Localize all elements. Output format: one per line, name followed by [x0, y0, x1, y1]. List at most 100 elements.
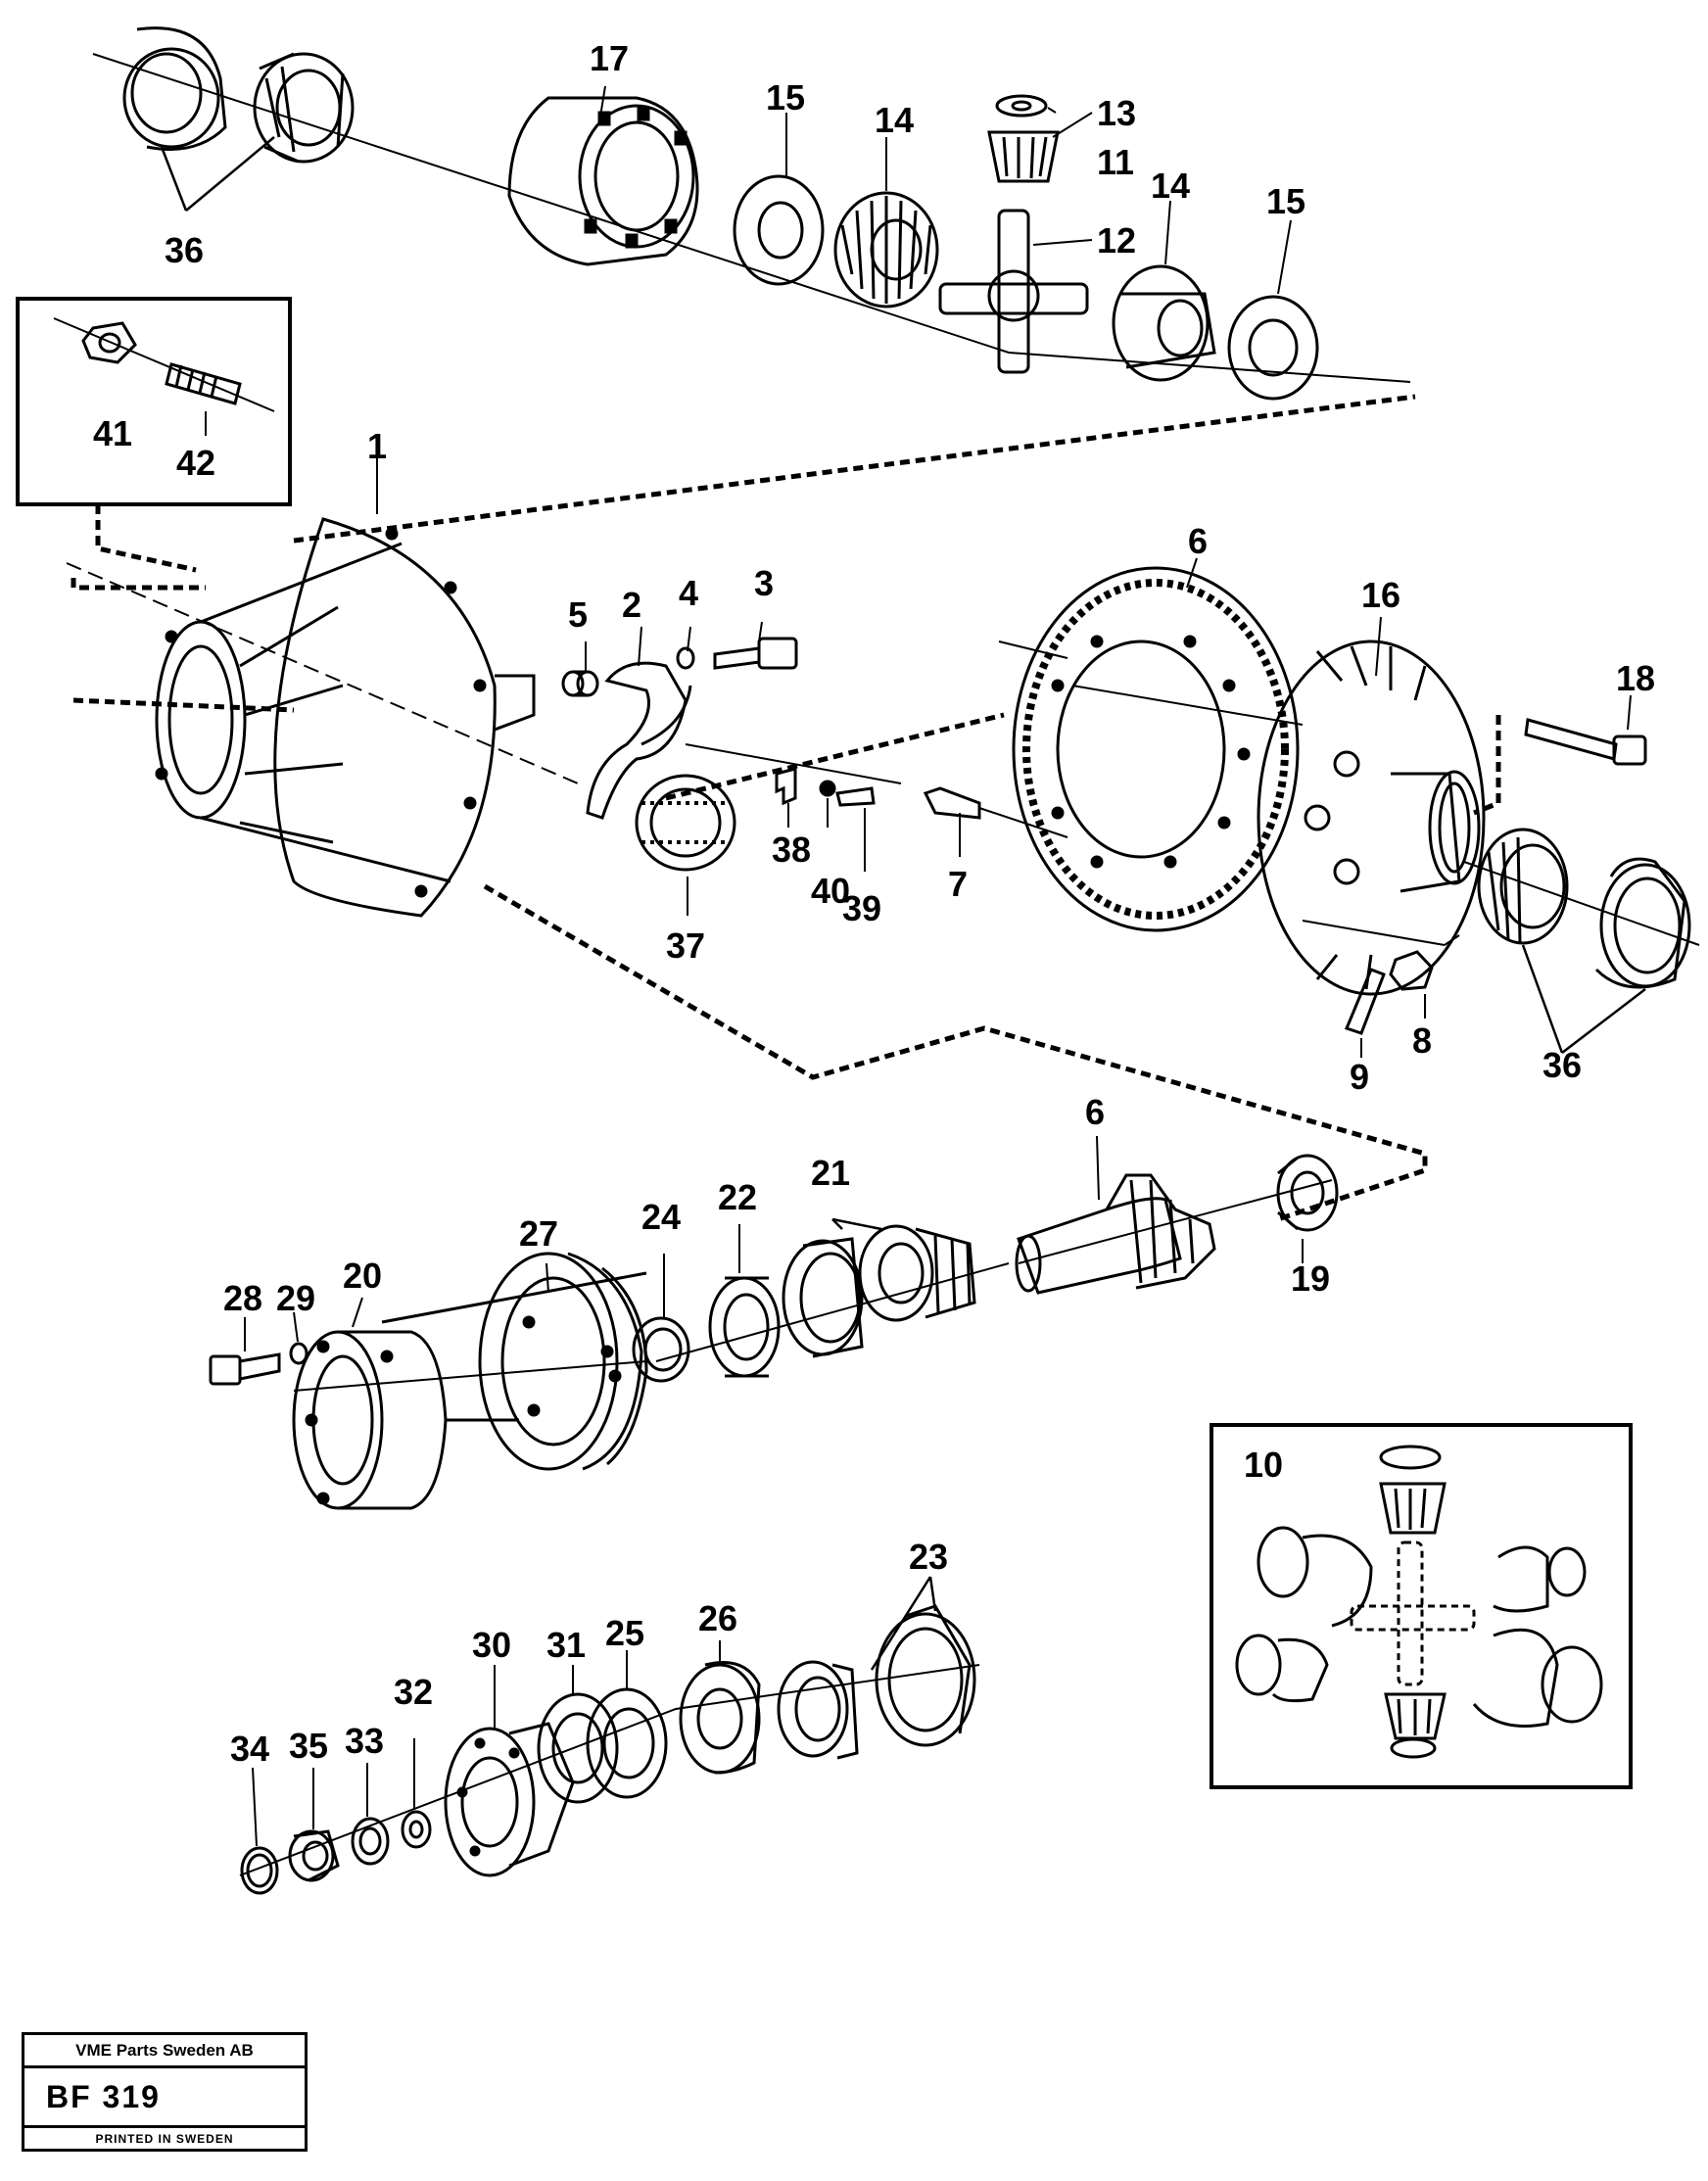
- callout-32: 32: [394, 1672, 433, 1712]
- part-8-nut: [1389, 950, 1434, 991]
- part-19-bearing: [1276, 1154, 1339, 1232]
- part-30-companion-flange: [444, 1722, 575, 1877]
- callout-22: 22: [718, 1177, 757, 1217]
- callout-20: 20: [343, 1256, 382, 1296]
- callout-23: 23: [909, 1537, 948, 1577]
- callout-7: 7: [948, 864, 968, 904]
- part-6-crown-wheel: [1012, 566, 1300, 932]
- callout-15: 15: [766, 77, 805, 118]
- part-37-adjusting-nut: [635, 774, 736, 872]
- part-26-spacer: [679, 1661, 761, 1775]
- part-28-bolt: [209, 1352, 281, 1386]
- callout-31: 31: [546, 1625, 586, 1665]
- callout-29: 29: [276, 1278, 315, 1318]
- part-42-stud: [165, 362, 242, 405]
- part-21-bearing-cup: [782, 1237, 864, 1358]
- dashed-connector: [71, 578, 206, 591]
- part-36-bearing-cup-right: [1594, 857, 1691, 989]
- part-35-nut: [288, 1829, 340, 1882]
- part-31-dust-shield: [537, 1692, 619, 1804]
- callout-30: 30: [472, 1625, 511, 1665]
- part-18-bolt: [1524, 718, 1647, 766]
- callout-14: 14: [875, 100, 914, 140]
- part-36-bearing-cone-right: [1477, 828, 1569, 945]
- part-27-seal-housing: [478, 1252, 648, 1471]
- part-39-bolt: [835, 786, 876, 807]
- part-16-differential-case-half: [1257, 640, 1486, 996]
- callout-24: 24: [641, 1197, 681, 1237]
- callout-6: 6: [1085, 1092, 1105, 1132]
- callout-21: 21: [811, 1153, 850, 1193]
- inset-box-41-42: [16, 297, 292, 506]
- callout-28: 28: [223, 1278, 262, 1318]
- part-1-axle-housing: [155, 517, 536, 918]
- callout-1: 1: [367, 426, 387, 466]
- callout-26: 26: [698, 1598, 737, 1638]
- callout-13: 13: [1097, 93, 1136, 133]
- callout-27: 27: [519, 1213, 558, 1254]
- part-36-bearing-cup-top: [122, 26, 227, 151]
- part-5-sleeve: [561, 670, 599, 697]
- part-20-pinion-housing: [292, 1271, 647, 1510]
- part-2-bearing-cap: [586, 661, 692, 820]
- part-34-snap-ring: [240, 1846, 279, 1895]
- part-7-bolt: [923, 786, 981, 820]
- callout-35: 35: [289, 1726, 328, 1766]
- callout-8: 8: [1412, 1020, 1432, 1061]
- callout-labels: 17 15 14 13 11 12 14 15 36 41 42 1 5 2 4…: [93, 38, 1655, 1769]
- dashed-connector: [665, 712, 1005, 801]
- part-15-thrust-washer-right: [1227, 295, 1319, 401]
- dashed-connector: [72, 697, 295, 713]
- part-6-drive-pinion: [1015, 1173, 1216, 1295]
- callout-5: 5: [568, 594, 588, 635]
- callout-36: 36: [1542, 1045, 1582, 1085]
- printed-note: PRINTED IN SWEDEN: [95, 2132, 234, 2146]
- part-38-lock-plate: [775, 767, 797, 806]
- callout-16: 16: [1361, 575, 1400, 615]
- part-21-pinion-bearing: [858, 1224, 976, 1322]
- part-13-washer: [995, 94, 1048, 118]
- part-14-side-gear-right: [1112, 264, 1216, 382]
- callout-2: 2: [622, 585, 641, 625]
- callout-19: 19: [1291, 1258, 1330, 1299]
- part-41-nut: [81, 321, 137, 364]
- callout-14: 14: [1151, 166, 1190, 206]
- part-15-thrust-washer-left: [733, 174, 825, 286]
- part-14-side-gear-left: [833, 191, 939, 308]
- callout-40: 40: [811, 871, 850, 911]
- part-11-pinion-gear: [987, 130, 1060, 183]
- callout-37: 37: [666, 925, 705, 966]
- callout-38: 38: [772, 830, 811, 870]
- part-25-seal: [586, 1687, 668, 1799]
- inset-box-10: [1210, 1423, 1633, 1789]
- callout-3: 3: [754, 563, 774, 603]
- part-23-bearing-cup: [875, 1604, 976, 1747]
- drawing-code: BF 319: [24, 2068, 305, 2128]
- part-22-spacer: [708, 1276, 781, 1378]
- callout-15: 15: [1266, 181, 1305, 221]
- part-23-bearing-cone: [777, 1660, 859, 1760]
- company-name: VME Parts Sweden AB: [24, 2035, 305, 2068]
- axis-line-top: [92, 53, 1411, 383]
- part-33-lock-washer: [351, 1817, 390, 1866]
- callout-9: 9: [1350, 1057, 1369, 1097]
- callout-12: 12: [1097, 220, 1136, 261]
- dashed-connector: [1473, 715, 1501, 816]
- callout-41: 41: [93, 413, 132, 453]
- callout-6: 6: [1188, 521, 1208, 561]
- title-block: VME Parts Sweden AB BF 319 PRINTED IN SW…: [22, 2032, 308, 2152]
- part-10-spider-assembly: [1235, 1445, 1603, 1759]
- part-32-washer: [401, 1810, 432, 1849]
- callout-42: 42: [176, 443, 215, 483]
- callout-36: 36: [165, 230, 204, 270]
- dashed-connector: [483, 883, 1428, 1222]
- part-40-washer: [819, 780, 836, 797]
- callout-4: 4: [679, 573, 698, 613]
- dashed-connector: [293, 394, 1416, 544]
- part-3-bolt: [713, 637, 798, 670]
- dashed-connector: [95, 504, 197, 573]
- callout-25: 25: [605, 1613, 644, 1653]
- callout-33: 33: [345, 1721, 384, 1761]
- callout-34: 34: [230, 1729, 269, 1769]
